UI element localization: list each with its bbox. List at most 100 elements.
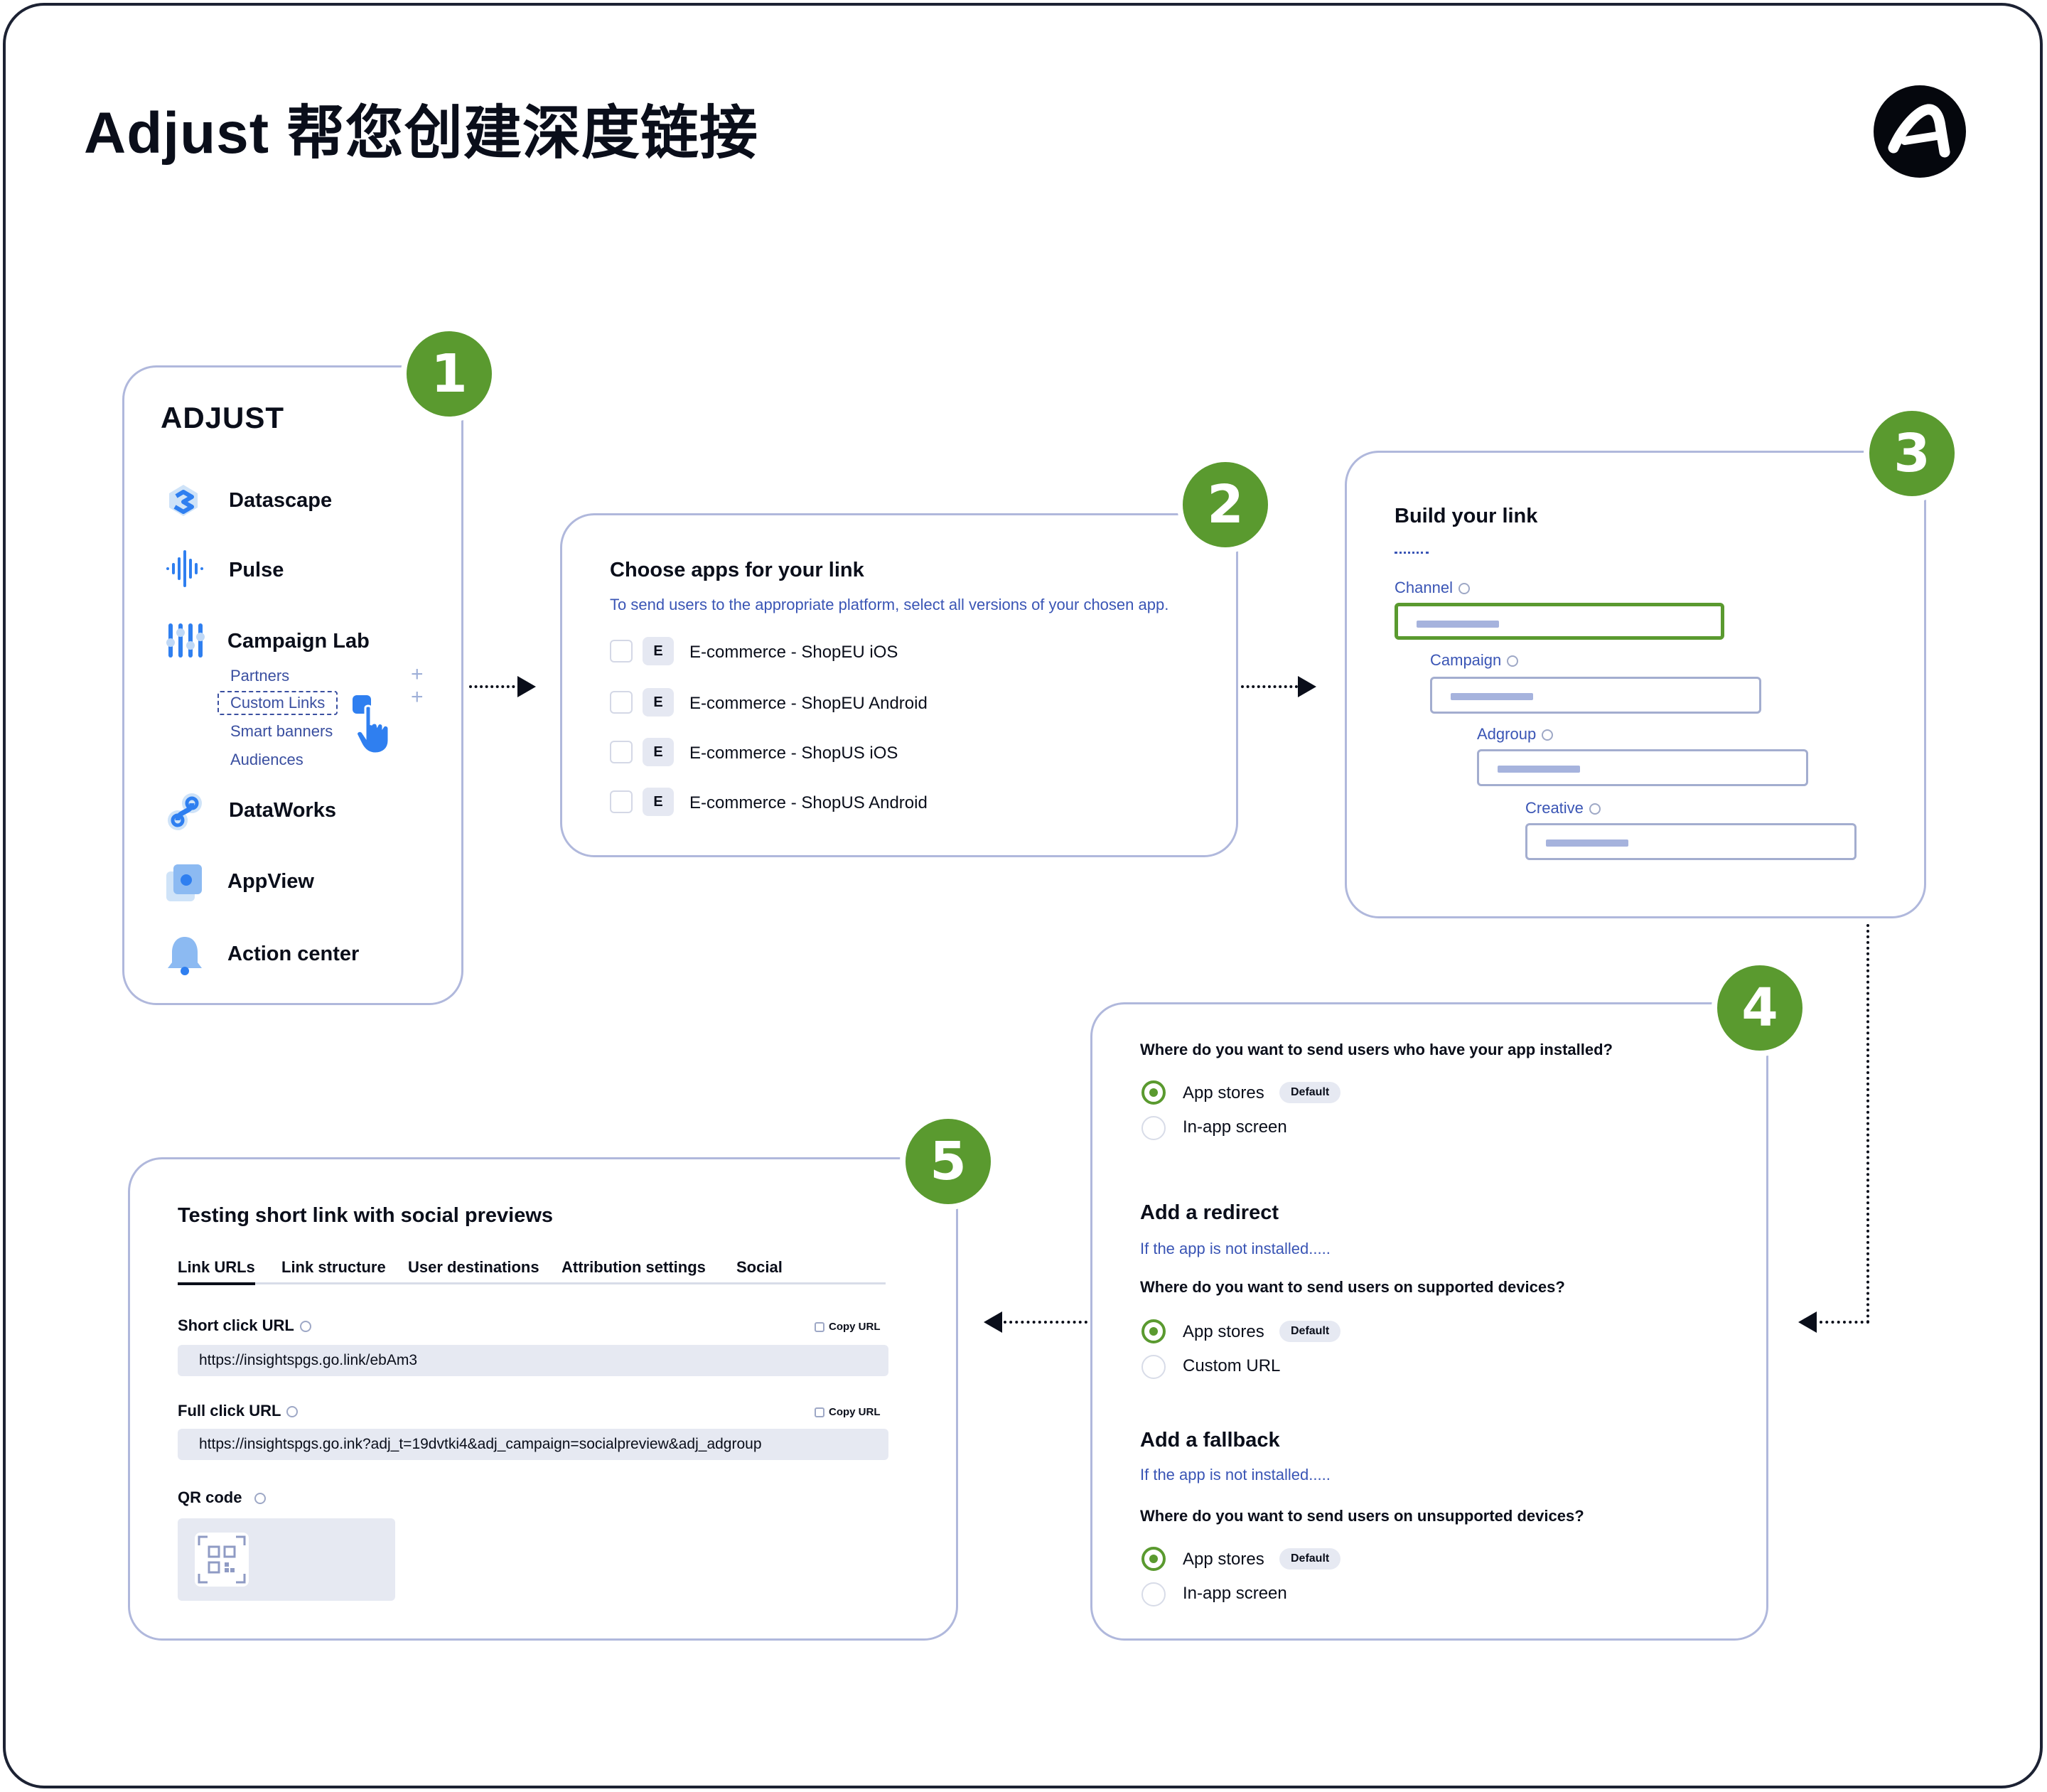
arrowhead-icon [1298,676,1316,697]
app-option-label: E-commerce - ShopUS Android [689,793,928,812]
field-label-channel: Channel [1395,579,1470,597]
full-url-label: Full click URL [178,1402,299,1420]
question-installed: Where do you want to send users who have… [1140,1041,1613,1058]
app-checkbox[interactable] [610,640,633,662]
adgroup-input[interactable] [1477,749,1808,786]
default-badge: Default [1279,1548,1341,1570]
step-badge-3: 3 [1864,405,1960,502]
tab-user-destinations[interactable]: User destinations [408,1258,539,1276]
bell-icon [168,937,202,975]
field-label-campaign: Campaign [1430,651,1519,670]
info-icon [1542,729,1554,741]
plus-icon[interactable]: + [411,662,424,686]
qr-code-icon[interactable] [193,1531,250,1588]
card-destinations [1090,1002,1768,1641]
default-badge: Default [1279,1082,1341,1103]
radio-label: App stores [1183,1550,1264,1569]
short-url-label: Short click URL [178,1316,311,1335]
app-option-label: E-commerce - ShopUS iOS [689,744,898,763]
info-icon [299,1321,311,1333]
radio-in-app-screen[interactable] [1141,1582,1166,1606]
flow-arrow [1866,924,1869,1324]
info-icon [1458,583,1470,595]
flow-arrow [469,685,520,688]
channel-input[interactable] [1395,603,1724,640]
radio-label: App stores [1183,1083,1264,1102]
copy-icon [815,1407,824,1418]
radio-label: App stores [1183,1322,1264,1341]
radio-app-stores[interactable] [1141,1080,1166,1105]
info-icon [254,1493,267,1505]
arrowhead-icon [517,676,536,697]
sub-item-audiences[interactable]: Audiences [230,751,303,768]
arrowhead-icon [1798,1311,1817,1333]
app-checkbox[interactable] [610,691,633,714]
radio-label: In-app screen [1183,1117,1287,1137]
nav-item-appview[interactable]: AppView [227,870,314,893]
info-icon [1589,803,1601,815]
radio-in-app-screen[interactable] [1141,1116,1166,1140]
app-checkbox[interactable] [610,741,633,763]
info-icon [1507,655,1519,667]
fallback-subtitle: If the app is not installed..... [1140,1466,1331,1484]
arrowhead-icon [984,1311,1002,1333]
step-badge-1: 1 [401,326,498,422]
app-option-label: E-commerce - ShopEU iOS [689,643,898,662]
app-badge: E [643,788,674,816]
app-badge: E [643,637,674,665]
nav-item-campaign-lab[interactable]: Campaign Lab [227,630,370,653]
step-badge-4: 4 [1712,960,1808,1056]
title-underline [1395,552,1429,554]
flow-arrow [1004,1321,1087,1324]
qr-code-label: QR code [178,1488,267,1507]
campaign-input[interactable] [1430,677,1761,714]
sub-item-smart-banners[interactable]: Smart banners [230,722,333,740]
nav-item-datascape[interactable]: Datascape [229,489,333,512]
flow-arrow [1241,685,1298,688]
field-label-creative: Creative [1525,799,1601,817]
sub-item-partners[interactable]: Partners [230,667,290,685]
radio-custom-url[interactable] [1141,1355,1166,1379]
dataworks-icon [168,793,202,830]
default-badge: Default [1279,1321,1341,1342]
card2-title: Choose apps for your link [610,559,864,581]
copy-url-button[interactable]: Copy URL [815,1321,881,1333]
nav-item-dataworks[interactable]: DataWorks [229,799,336,822]
info-icon [286,1406,299,1418]
nav-item-action-center[interactable]: Action center [227,943,360,965]
appview-icon [166,864,202,901]
full-url-field[interactable]: https://insightspgs.go.ink?adj_t=19dvtki… [178,1429,888,1460]
card5-title: Testing short link with social previews [178,1204,554,1227]
nav-item-pulse[interactable]: Pulse [229,559,284,581]
sub-item-custom-links[interactable]: Custom Links [217,691,338,715]
redirect-subtitle: If the app is not installed..... [1140,1240,1331,1257]
tab-bar [178,1282,886,1284]
tab-link-urls[interactable]: Link URLs [178,1258,255,1285]
tab-social[interactable]: Social [736,1258,783,1276]
app-checkbox[interactable] [610,790,633,813]
creative-input[interactable] [1525,823,1857,860]
radio-label: In-app screen [1183,1584,1287,1603]
short-url-field[interactable]: https://insightspgs.go.link/ebAm3 [178,1345,888,1376]
radio-app-stores[interactable] [1141,1319,1166,1343]
copy-url-button[interactable]: Copy URL [815,1406,881,1418]
adjust-logo-icon [1874,85,1966,178]
app-badge: E [643,738,674,766]
adjust-wordmark: ADJUST [161,401,285,434]
card2-subtitle: To send users to the appropriate platfor… [610,596,1169,613]
copy-icon [815,1322,824,1333]
tab-link-structure[interactable]: Link structure [281,1258,386,1276]
hand-pointer-icon [355,704,390,755]
radio-app-stores[interactable] [1141,1547,1166,1571]
app-badge: E [643,688,674,717]
tab-attribution-settings[interactable]: Attribution settings [562,1258,706,1276]
flow-arrow [1820,1321,1869,1324]
page-title: Adjust 帮您创建深度链接 [84,101,758,166]
question-unsupported: Where do you want to send users on unsup… [1140,1507,1584,1525]
step-badge-5: 5 [900,1113,996,1210]
card3-title: Build your link [1395,505,1538,527]
question-supported: Where do you want to send users on suppo… [1140,1278,1565,1296]
app-option-label: E-commerce - ShopEU Android [689,694,928,713]
plus-icon[interactable]: + [411,685,424,709]
datascape-icon [169,485,198,516]
